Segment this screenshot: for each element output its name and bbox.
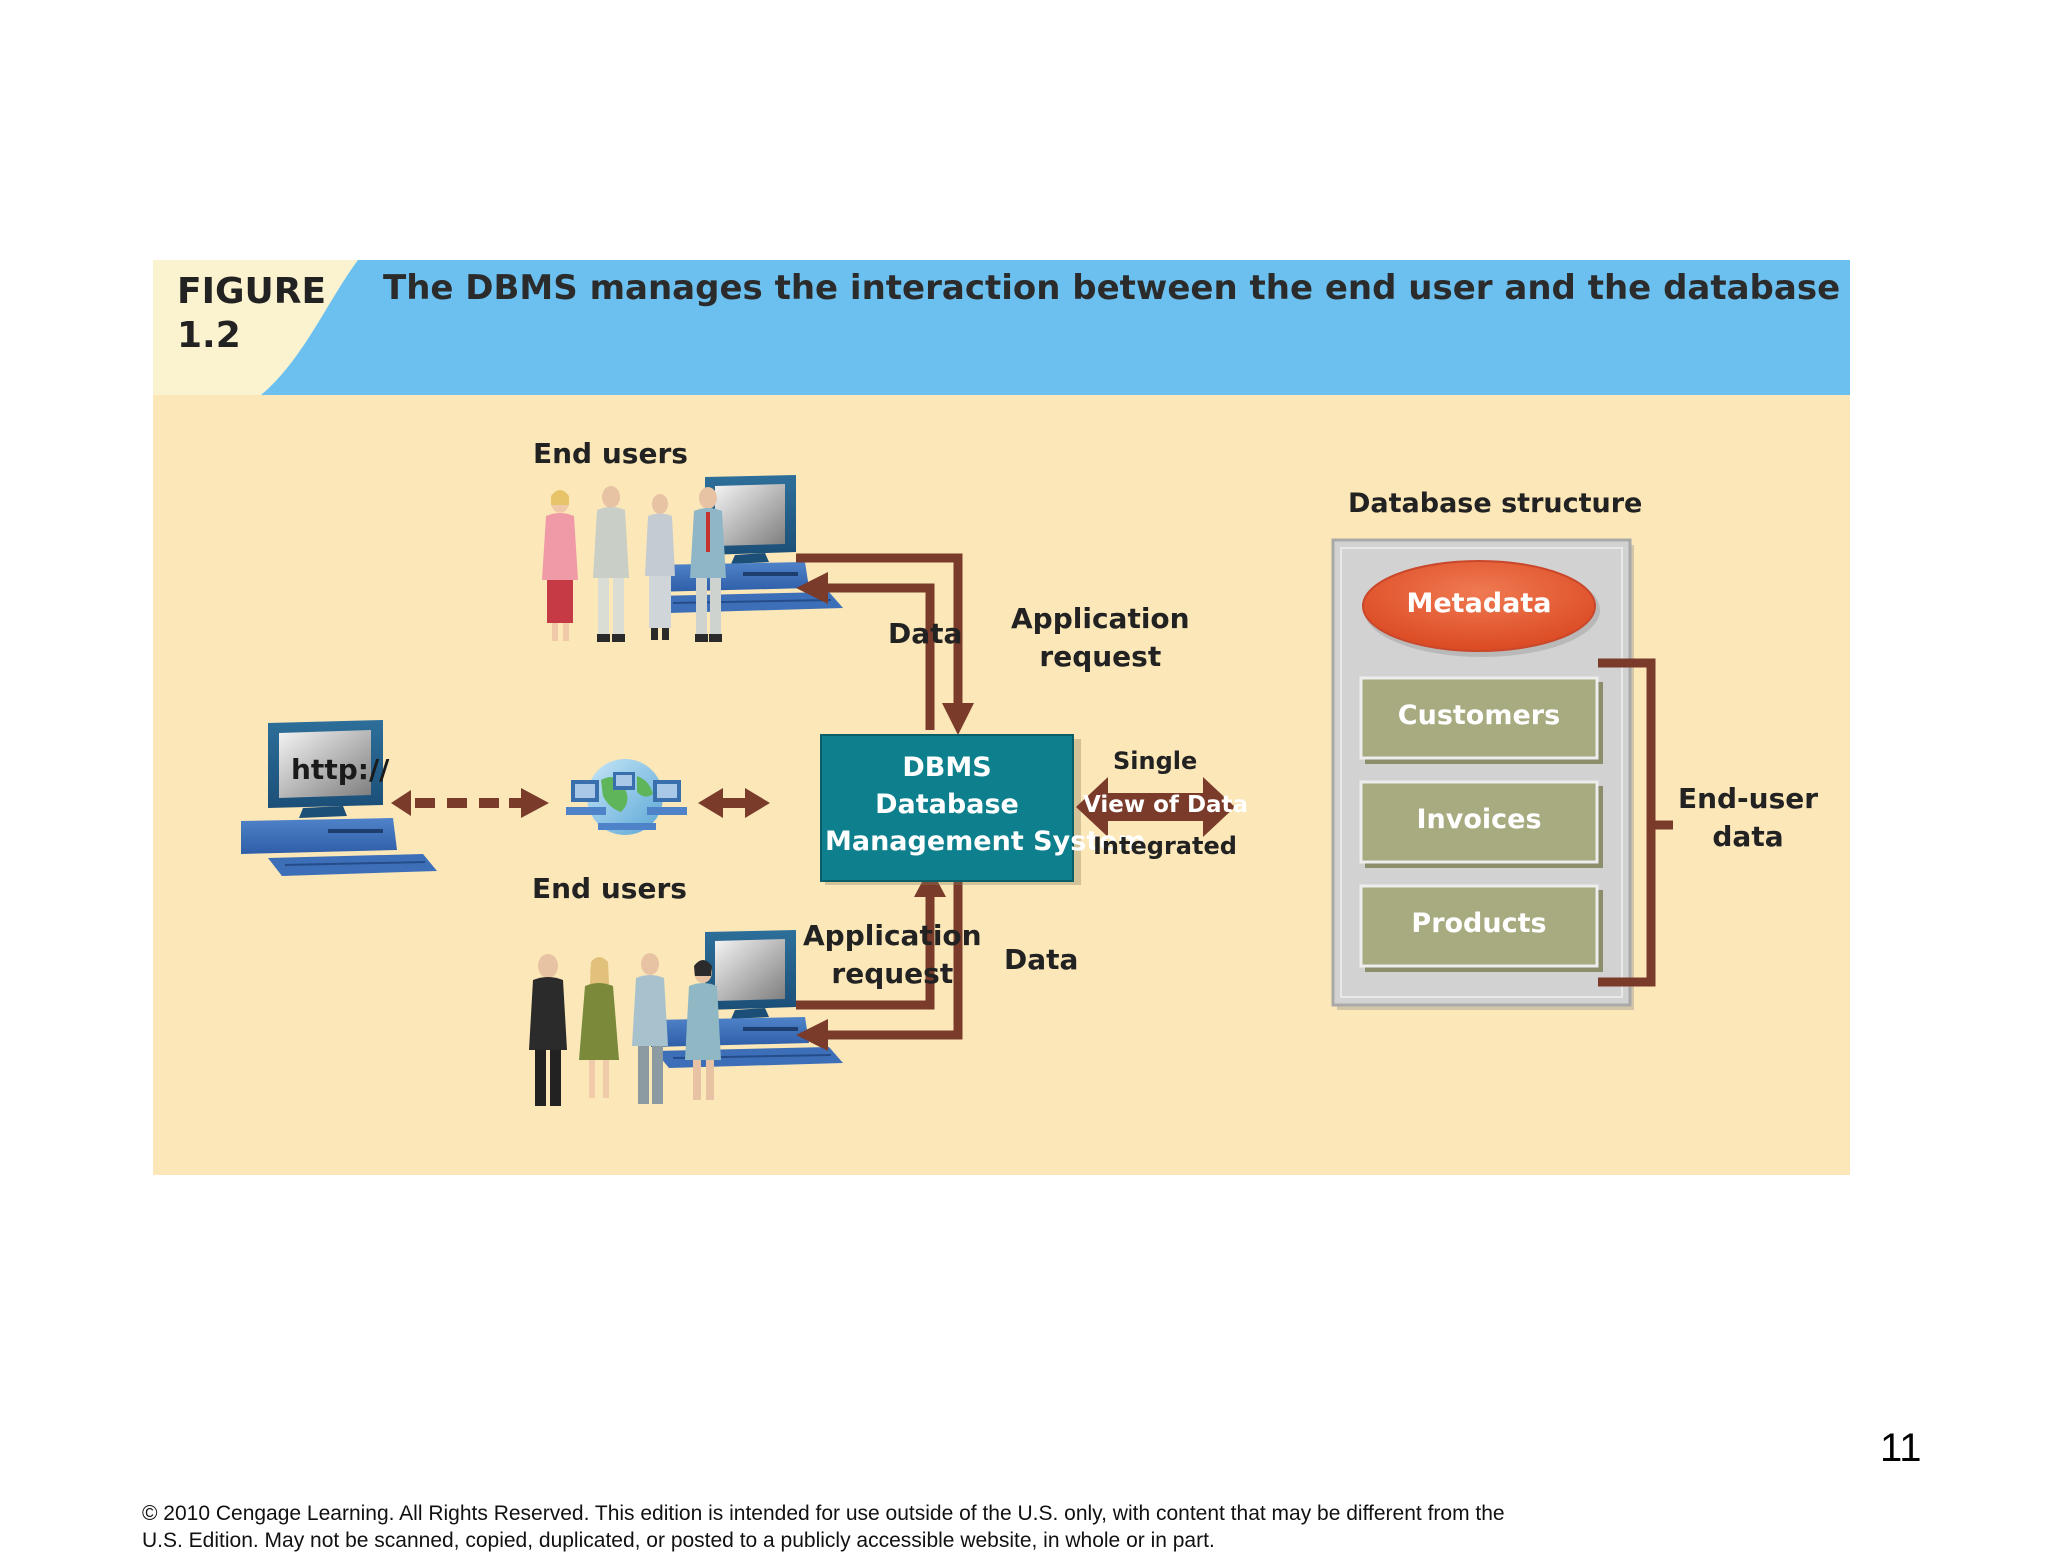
top-flow-arrows (796, 553, 974, 735)
customers-table-label: Customers (1397, 700, 1561, 731)
web-connection-arrow (391, 788, 549, 818)
metadata-label: Metadata (1406, 588, 1552, 619)
figure-label: FIGURE 1.2 (177, 270, 326, 358)
top-computer (651, 475, 843, 613)
data-bottom-label: Data (1004, 943, 1079, 976)
app-request-bottom-line2: request (831, 957, 954, 990)
dbms-figure: FIGURE 1.2 The DBMS manages the interact… (153, 260, 1850, 1175)
dbms-label: DBMS Database Management System (825, 749, 1146, 860)
dbms-box (820, 734, 1081, 885)
copyright-notice: © 2010 Cengage Learning. All Rights Rese… (142, 1500, 1762, 1554)
single-view-double-arrow (1076, 777, 1235, 837)
figure-title: The DBMS manages the interaction between… (383, 268, 1841, 308)
integrated-label: Integrated (1093, 832, 1237, 860)
end-user-data-bracket (1598, 658, 1673, 987)
header-band (153, 260, 1850, 395)
page-number: 11 (1880, 1426, 1922, 1470)
app-request-top-line2: request (1039, 640, 1162, 673)
app-request-bottom-line1: Application (803, 919, 982, 952)
database-structure-title: Database structure (1348, 488, 1643, 519)
end-users-group-top (542, 486, 726, 642)
network-dbms-arrow (698, 788, 770, 818)
dbms-line2: Database (875, 789, 1019, 820)
figure-graphics (153, 260, 1850, 1175)
data-top-label: Data (888, 617, 963, 650)
invoices-table-label: Invoices (1416, 804, 1542, 835)
app-request-top-label: Application request (1011, 600, 1190, 676)
app-request-bottom-label: Application request (803, 917, 982, 993)
end-users-top-label: End users (533, 437, 688, 470)
view-of-data-label: View of Data (1083, 792, 1249, 818)
header-label-tab (153, 260, 358, 395)
end-user-data-line2: data (1712, 820, 1784, 853)
metadata-ellipse (1362, 560, 1596, 652)
dbms-line1: DBMS (902, 752, 992, 783)
app-request-top-line1: Application (1011, 602, 1190, 635)
internet-globe (566, 759, 687, 835)
products-table-label: Products (1411, 908, 1547, 939)
http-screen-label: http:// (291, 753, 390, 786)
figure-label-word: FIGURE (177, 271, 327, 312)
copyright-line2: U.S. Edition. May not be scanned, copied… (142, 1529, 1215, 1552)
dbms-line3: Management System (825, 826, 1146, 857)
figure-number: 1.2 (177, 315, 241, 356)
table-boxes (1359, 676, 1603, 972)
web-computer (241, 720, 437, 876)
end-user-data-line1: End-user (1677, 782, 1819, 815)
single-label: Single (1113, 747, 1198, 775)
end-user-data-label: End-user data (1673, 780, 1823, 856)
copyright-line1: © 2010 Cengage Learning. All Rights Rese… (142, 1502, 1505, 1525)
end-users-middle-label: End users (532, 872, 687, 905)
end-users-group-bottom (529, 953, 721, 1106)
